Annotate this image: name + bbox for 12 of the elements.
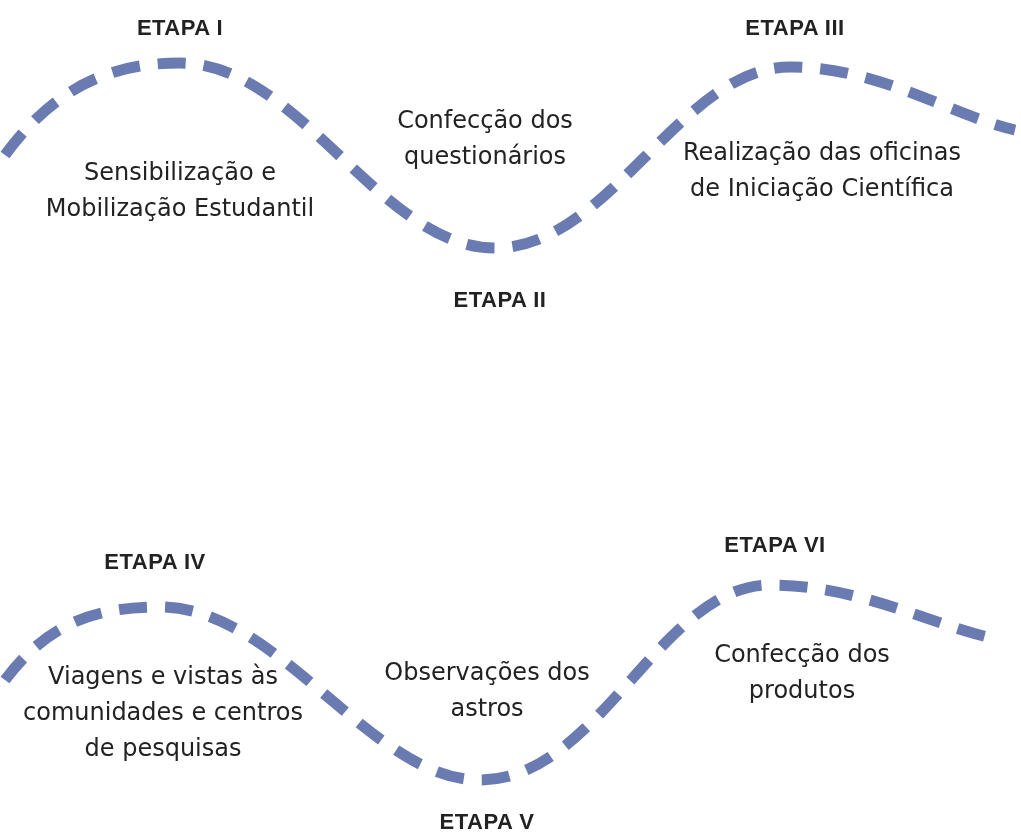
stage-heading: ETAPA II — [452, 287, 548, 313]
stage-description: Observações dos astros — [383, 657, 591, 724]
stage-heading: ETAPA VI — [723, 532, 827, 558]
stage-heading: ETAPA V — [438, 809, 536, 835]
stage-description: Viagens e vistas às comunidades e centros de pesquisas — [22, 661, 304, 764]
stage-heading: ETAPA III — [744, 15, 846, 41]
stage-description: Confecção dos questionários — [396, 105, 574, 172]
stage-heading: ETAPA IV — [103, 549, 207, 575]
stage-description: Realização das oficinas de Iniciação Científica — [681, 137, 963, 204]
stage-description: Confecção dos produtos — [713, 639, 891, 706]
stage-description: Sensibilização e Mobilização Estudantil — [44, 157, 316, 224]
stage-heading: ETAPA I — [135, 15, 225, 41]
